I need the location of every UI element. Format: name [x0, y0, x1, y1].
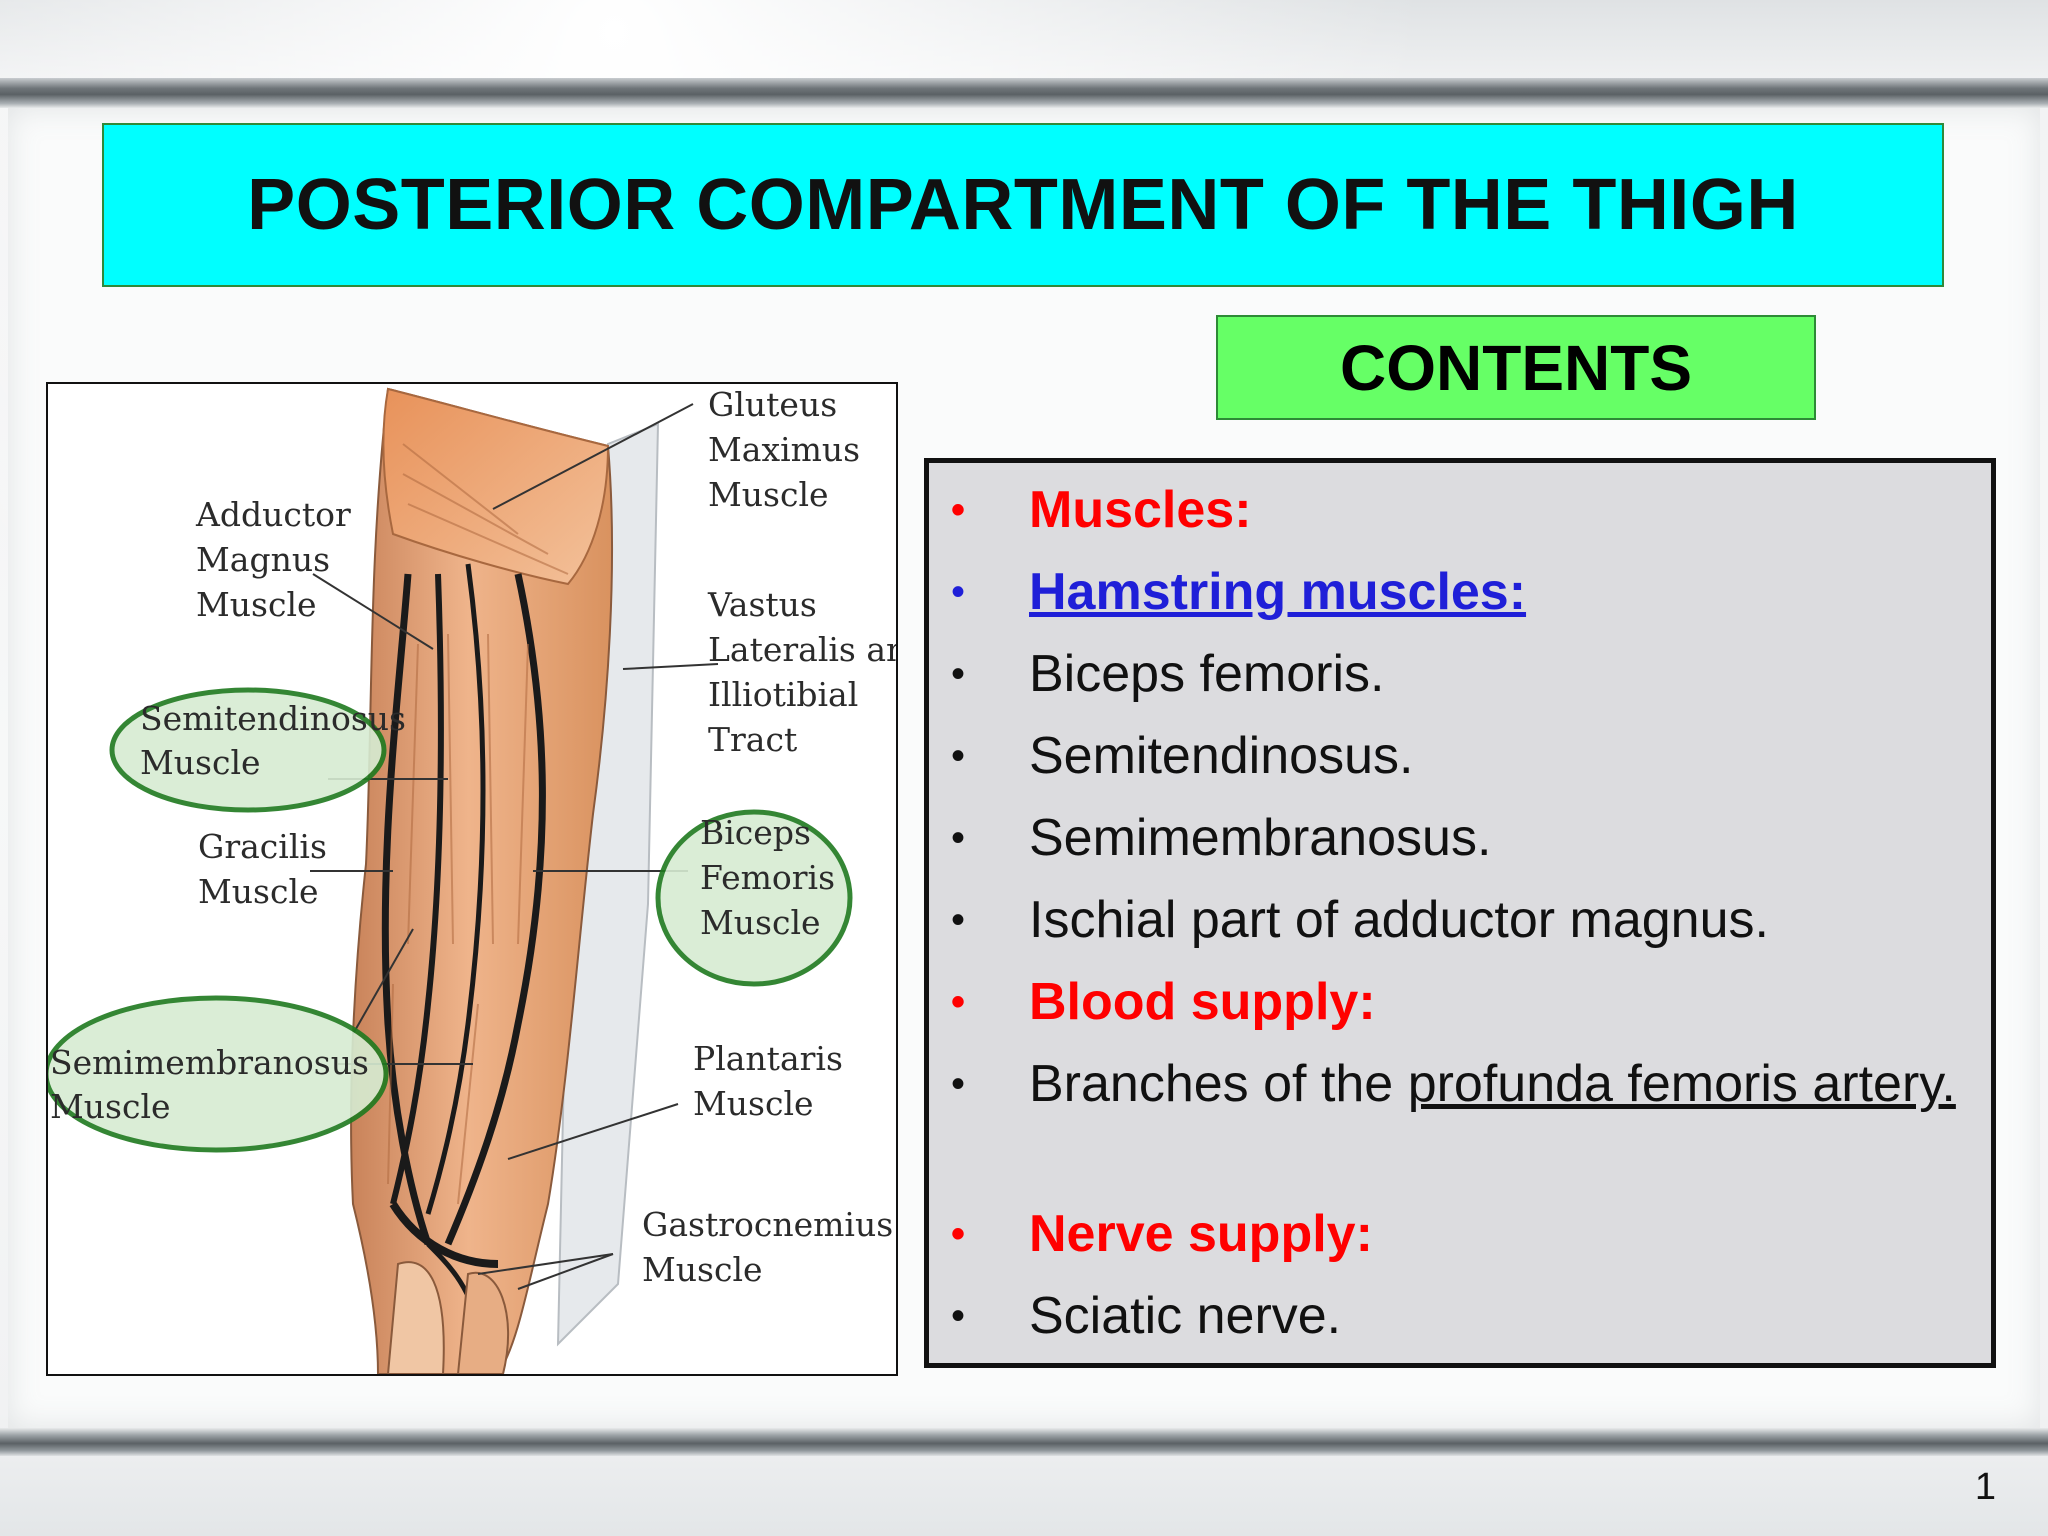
bullet: •	[951, 734, 966, 778]
label-vastus: Vastus Lateralis and Illiotibial Tract	[707, 585, 898, 759]
contents-banner: CONTENTS	[1216, 315, 1816, 420]
bullet: •	[951, 898, 966, 942]
list-item-text: Biceps femoris.	[1029, 645, 1385, 703]
anatomy-figure: Gluteus Maximus Muscle Adductor Magnus M…	[46, 382, 898, 1376]
title-banner: POSTERIOR COMPARTMENT OF THE THIGH	[102, 123, 1944, 287]
list-item-text: Ischial part of adductor magnus.	[1029, 891, 1769, 949]
list-item-text: Semitendinosus.	[1029, 727, 1414, 785]
bullet: •	[951, 980, 966, 1024]
bullet: •	[951, 488, 966, 532]
bullet: •	[951, 816, 966, 860]
bullet: •	[951, 1062, 966, 1106]
highlight-biceps	[655, 809, 853, 987]
list-item-text: Nerve supply:	[1029, 1205, 1373, 1263]
list-item-text: Sciatic nerve.	[1029, 1287, 1342, 1345]
bullet: •	[951, 570, 966, 614]
list-item-text: Blood supply:	[1029, 973, 1376, 1031]
label-gastrocnemius: Gastrocnemius Muscle	[642, 1205, 898, 1289]
list-item-text: Muscles:	[1029, 481, 1252, 539]
label-biceps: Biceps Femoris Muscle	[700, 813, 846, 942]
page-number: 1	[1974, 1466, 1996, 1508]
profunda-femoris-link[interactable]: profunda femoris artery.	[1407, 1055, 1956, 1113]
list-item-text: Branches of the profunda femoris artery.	[1029, 1049, 1971, 1119]
list-item-text: Semimembranosus.	[1029, 809, 1492, 867]
bullet: •	[951, 652, 966, 696]
label-gracilis: Gracilis Muscle	[198, 827, 337, 911]
highlight-semitendinosus	[109, 687, 387, 813]
label-gluteus: Gluteus Maximus Muscle	[708, 385, 871, 514]
thigh-muscles-illustration: Gluteus Maximus Muscle Adductor Magnus M…	[48, 385, 898, 1374]
bullet: •	[951, 1294, 966, 1338]
label-semimembranosus: Semimembranosus Muscle	[50, 1043, 379, 1126]
slide-title: POSTERIOR COMPARTMENT OF THE THIGH	[247, 165, 1799, 245]
highlight-semimembranosus	[48, 995, 389, 1153]
top-frame-band	[0, 78, 2048, 108]
contents-heading: CONTENTS	[1340, 331, 1692, 404]
branches-text: Branches of the	[1029, 1055, 1408, 1113]
label-plantaris: Plantaris Muscle	[693, 1039, 853, 1123]
bullet: •	[951, 1212, 966, 1256]
bottom-frame-band	[0, 1428, 2048, 1456]
label-adductor: Adductor Magnus Muscle	[195, 495, 361, 624]
contents-list-box: • Muscles: • Hamstring muscles: • Biceps…	[924, 458, 1996, 1368]
hamstring-link[interactable]: Hamstring muscles:	[1029, 563, 1527, 621]
gluteus-region	[382, 387, 610, 586]
label-semitendinosus: Semitendinosus Muscle	[140, 699, 416, 782]
